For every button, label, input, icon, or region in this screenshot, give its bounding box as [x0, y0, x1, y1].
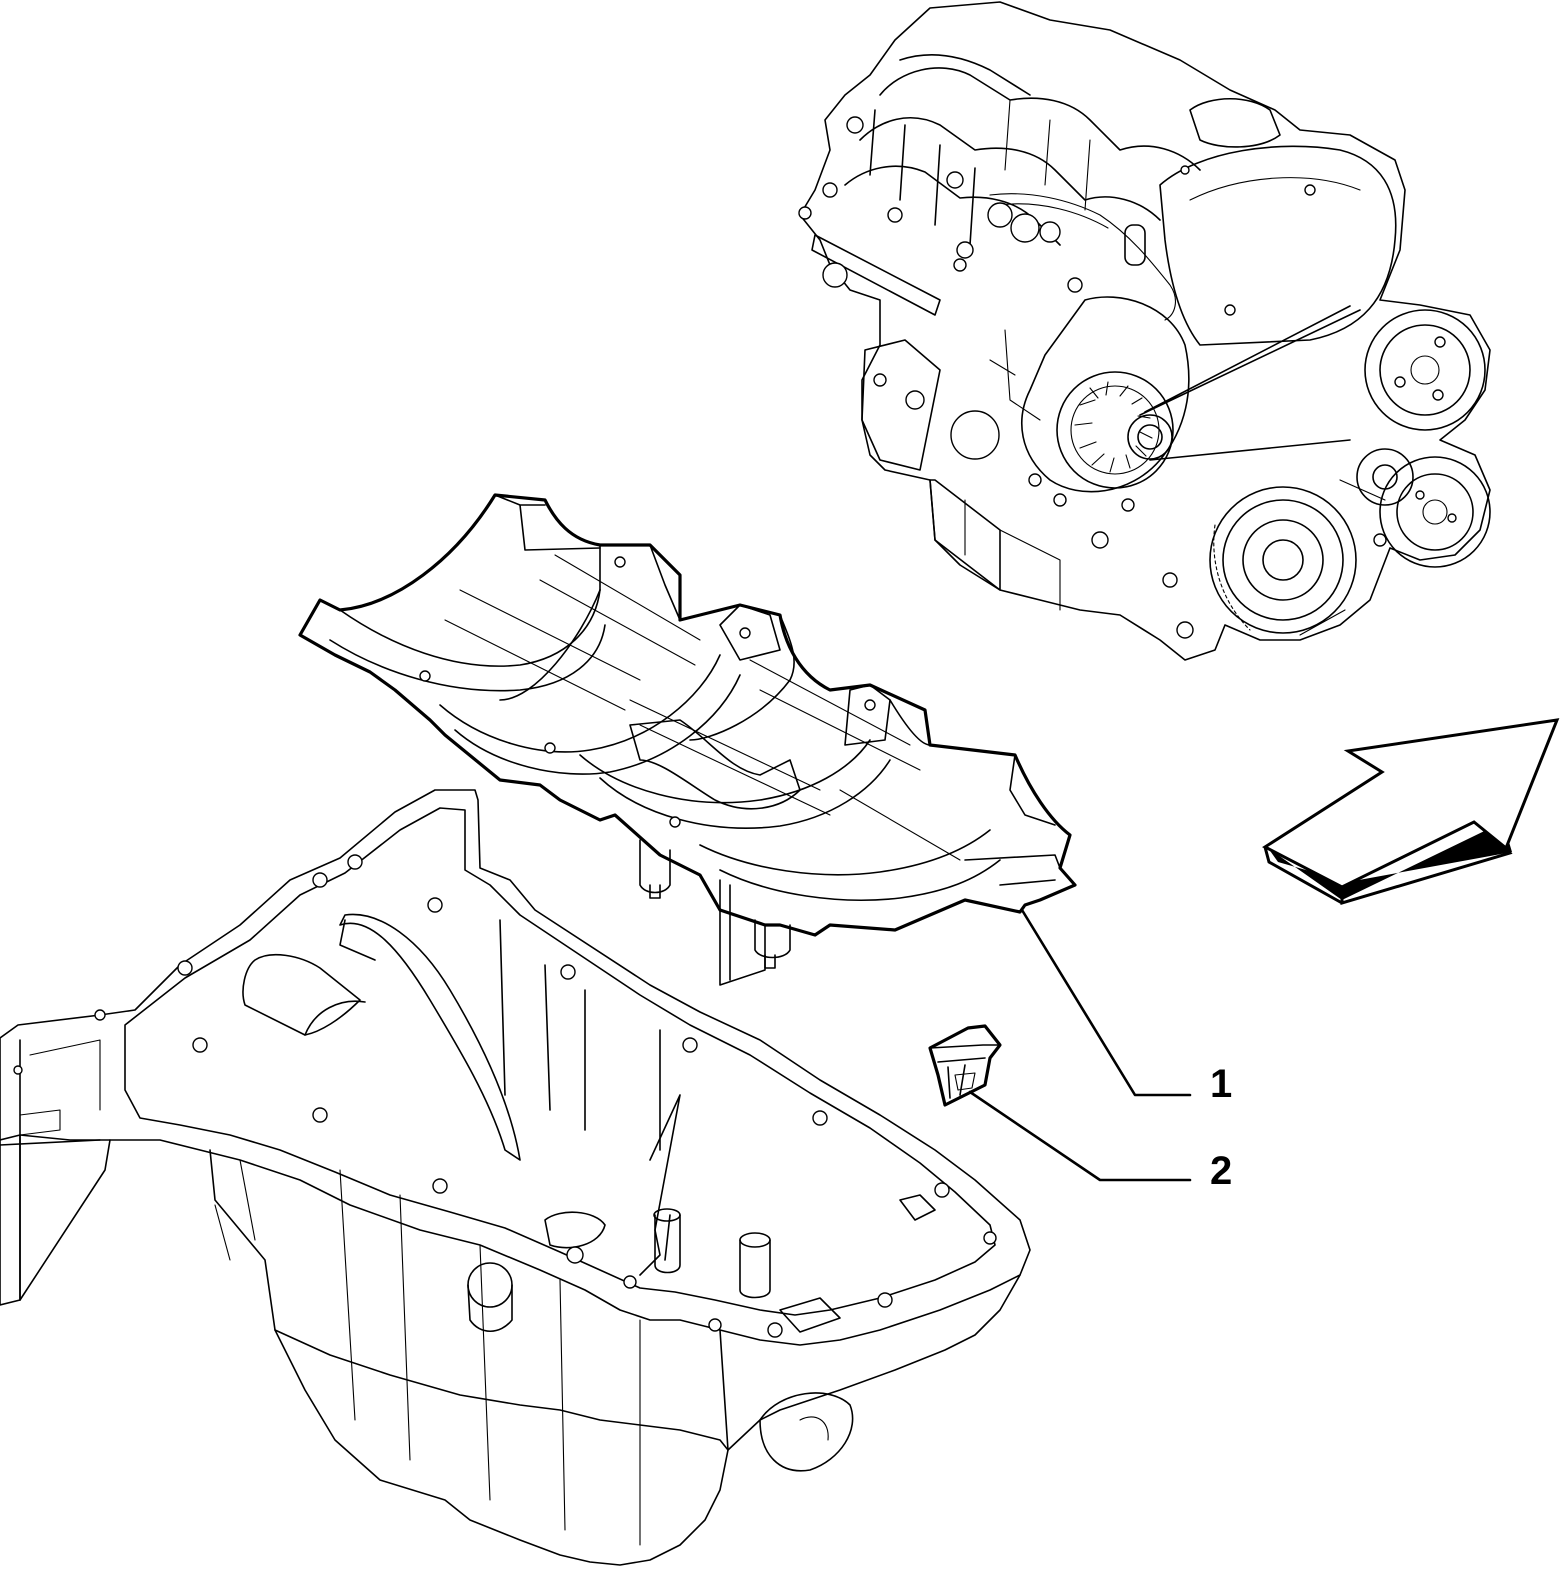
callout-number-1: 1	[1210, 1062, 1232, 1106]
oil-sump-illustration	[0, 789, 1031, 1566]
baffle-insert-illustration	[928, 1024, 1002, 1107]
callout-number-2: 2	[1210, 1149, 1232, 1193]
leader-line-2	[968, 1090, 1192, 1182]
baffle-plate-illustration	[298, 493, 1077, 986]
engine-assembly-illustration	[798, 1, 1491, 661]
leader-line-1	[1020, 908, 1192, 1097]
arrow-up-right-icon	[1262, 718, 1560, 906]
